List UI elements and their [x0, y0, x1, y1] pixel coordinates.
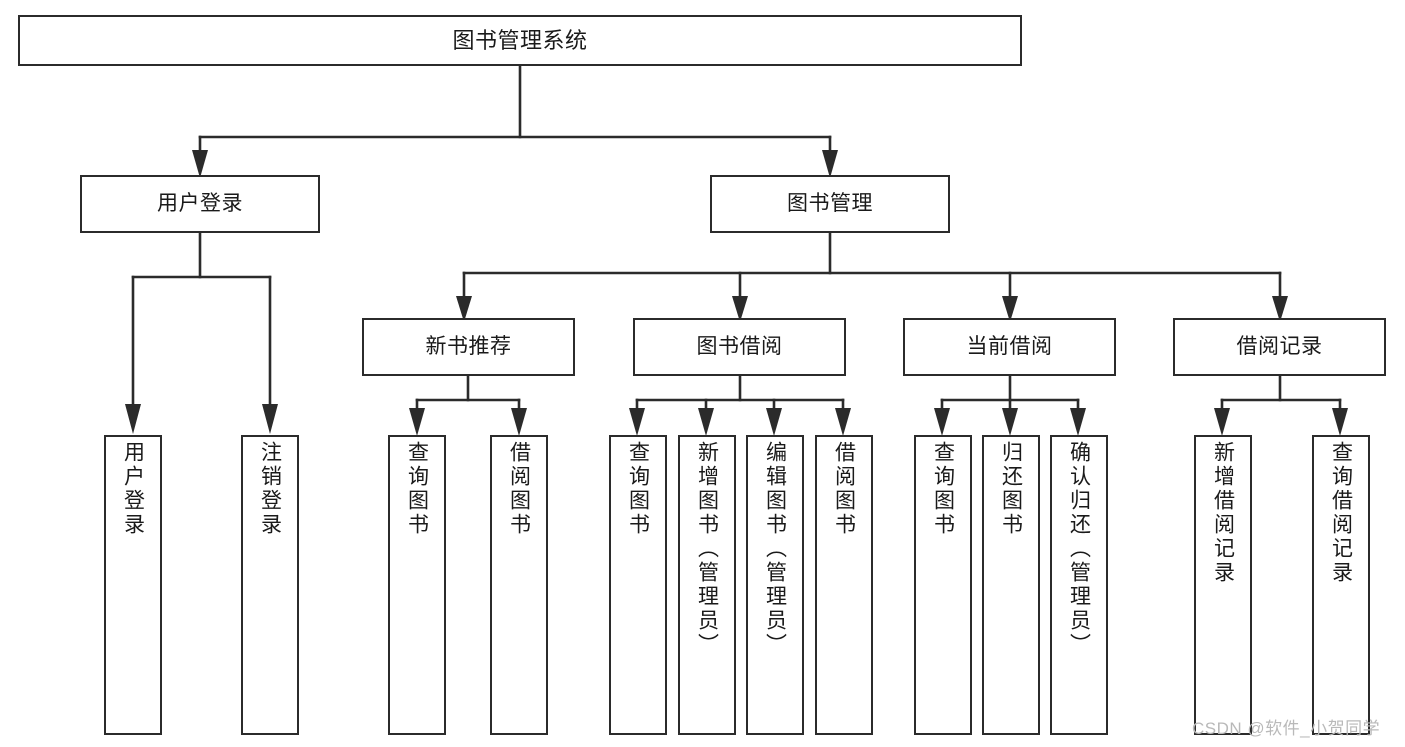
leaf-user-login[interactable]: 用户登录: [104, 435, 162, 735]
node-label: 借阅图书: [832, 441, 856, 537]
node-label: 查询图书: [931, 441, 955, 537]
node-label: 新增图书（管理员）: [695, 441, 719, 657]
leaf-bookborrow-add-book-admin[interactable]: 新增图书（管理员）: [678, 435, 736, 735]
node-label: 查询图书: [626, 441, 650, 537]
arrow-to-book-mgmt: [822, 150, 838, 178]
leaf-bookborrow-borrow-books[interactable]: 借阅图书: [815, 435, 873, 735]
leaf-currentborrow-query-books[interactable]: 查询图书: [914, 435, 972, 735]
node-label: 注销登录: [258, 441, 282, 537]
arrow-newbook-leaf2: [511, 408, 527, 436]
node-new-book-recommend[interactable]: 新书推荐: [362, 318, 575, 376]
leaf-logout[interactable]: 注销登录: [241, 435, 299, 735]
leaf-currentborrow-return-books[interactable]: 归还图书: [982, 435, 1040, 735]
arrow-bookborrow-leaf4: [835, 408, 851, 436]
arrow-currentborrow-leaf3: [1070, 408, 1086, 436]
node-label: 图书管理: [787, 191, 873, 215]
arrow-to-user-login: [192, 150, 208, 178]
node-book-borrow[interactable]: 图书借阅: [633, 318, 846, 376]
arrow-userlogin-leaf1: [125, 404, 141, 434]
leaf-bookborrow-query-books[interactable]: 查询图书: [609, 435, 667, 735]
leaf-newbook-query-books[interactable]: 查询图书: [388, 435, 446, 735]
arrow-newbook-leaf1: [409, 408, 425, 436]
node-user-login[interactable]: 用户登录: [80, 175, 320, 233]
node-label: 图书管理系统: [452, 27, 588, 53]
node-label: 借阅记录: [1236, 334, 1323, 358]
arrow-currentborrow-leaf1: [934, 408, 950, 436]
node-book-management[interactable]: 图书管理: [710, 175, 950, 233]
node-label: 查询图书: [405, 441, 429, 537]
arrow-currentborrow-leaf2: [1002, 408, 1018, 436]
csdn-watermark: CSDN @软件_小贺同学: [1192, 719, 1381, 738]
node-label: 编辑图书（管理员）: [763, 441, 787, 657]
node-label: 归还图书: [999, 441, 1023, 537]
arrow-bookborrow-leaf2: [698, 408, 714, 436]
node-label: 确认归还（管理员）: [1067, 441, 1091, 657]
arrow-borrowrecord-leaf1: [1214, 408, 1230, 436]
arrow-userlogin-leaf2: [262, 404, 278, 434]
node-current-borrow[interactable]: 当前借阅: [903, 318, 1116, 376]
node-borrow-record[interactable]: 借阅记录: [1173, 318, 1386, 376]
leaf-borrowrecord-add-record[interactable]: 新增借阅记录: [1194, 435, 1252, 735]
leaf-currentborrow-confirm-return-admin[interactable]: 确认归还（管理员）: [1050, 435, 1108, 735]
node-label: 查询借阅记录: [1329, 441, 1353, 585]
node-label: 用户登录: [121, 441, 145, 537]
node-root-book-management-system[interactable]: 图书管理系统: [18, 15, 1022, 66]
leaf-borrowrecord-query-record[interactable]: 查询借阅记录: [1312, 435, 1370, 735]
node-label: 当前借阅: [966, 334, 1053, 358]
node-label: 借阅图书: [507, 441, 531, 537]
arrow-borrowrecord-leaf2: [1332, 408, 1348, 436]
node-label: 用户登录: [157, 191, 243, 215]
arrow-bookborrow-leaf1: [629, 408, 645, 436]
node-label: 图书借阅: [696, 334, 783, 358]
node-label: 新增借阅记录: [1211, 441, 1235, 585]
leaf-newbook-borrow-books[interactable]: 借阅图书: [490, 435, 548, 735]
node-label: 新书推荐: [425, 334, 512, 358]
arrow-bookborrow-leaf3: [766, 408, 782, 436]
leaf-bookborrow-edit-book-admin[interactable]: 编辑图书（管理员）: [746, 435, 804, 735]
